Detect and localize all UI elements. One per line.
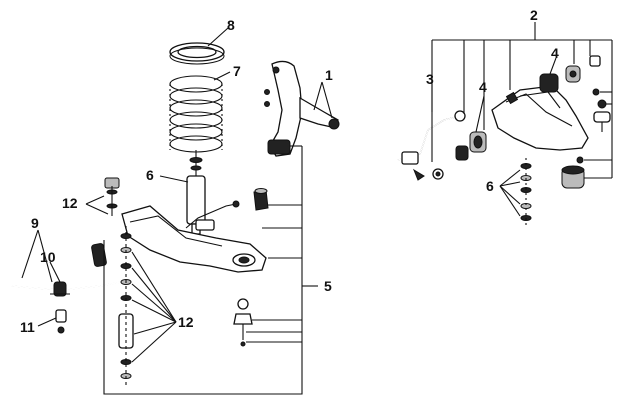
- callout-2: 2: [530, 7, 538, 23]
- callout-11: 11: [20, 319, 35, 335]
- shim-stack: [520, 158, 532, 226]
- callout-8: 8: [227, 17, 235, 33]
- upper-ball-joint: [593, 99, 611, 132]
- callout-4-left: 4: [479, 79, 487, 95]
- callout-2-bracket: [431, 22, 613, 179]
- callout-10: 10: [40, 249, 56, 265]
- leader-6-right: [499, 169, 521, 217]
- upper-bumper: [561, 165, 585, 189]
- leader-12-top-a: [85, 195, 105, 205]
- callout-5-bracket: [103, 145, 318, 395]
- leader-6: [159, 175, 189, 183]
- upper-control-arm: [491, 85, 589, 151]
- callout-3: 3: [426, 71, 434, 87]
- leader-11: [37, 317, 57, 327]
- spring-insulator: [169, 42, 225, 65]
- ball-joint: [233, 298, 253, 347]
- stabilizer-link: [55, 309, 67, 334]
- leader-4b: [549, 57, 557, 75]
- leader-9: [21, 229, 53, 283]
- pivot-shaft: [397, 110, 466, 181]
- lower-control-arm: [121, 200, 267, 273]
- rebound-bumper: [253, 188, 269, 211]
- callout-12-top: 12: [62, 195, 78, 211]
- callout-6-right: 6: [486, 178, 494, 194]
- shim-washer: [432, 88, 600, 180]
- steering-knuckle: [264, 60, 340, 157]
- link-kit-upper: [104, 177, 120, 216]
- callout-12-bottom: 12: [178, 314, 194, 330]
- coil-spring: [169, 75, 223, 153]
- leader-12-top-b: [85, 203, 109, 215]
- leader-4a: [475, 95, 485, 133]
- callout-9: 9: [31, 215, 39, 231]
- callout-7: 7: [233, 63, 241, 79]
- link-kit-lower: [91, 226, 134, 386]
- callout-5: 5: [324, 278, 332, 294]
- leader-1b: [321, 81, 333, 119]
- leader-12-bottom: [131, 251, 177, 363]
- callout-4-right: 4: [551, 45, 559, 61]
- arm-bushing: [539, 55, 601, 93]
- leader-1a: [313, 81, 323, 111]
- leader-8: [207, 27, 229, 47]
- bushing-pair: [455, 131, 487, 161]
- leader-10: [49, 261, 61, 283]
- leader-7: [213, 71, 231, 81]
- callout-1: 1: [325, 67, 333, 83]
- stabilizer-bar: [11, 279, 160, 291]
- callout-6: 6: [146, 167, 154, 183]
